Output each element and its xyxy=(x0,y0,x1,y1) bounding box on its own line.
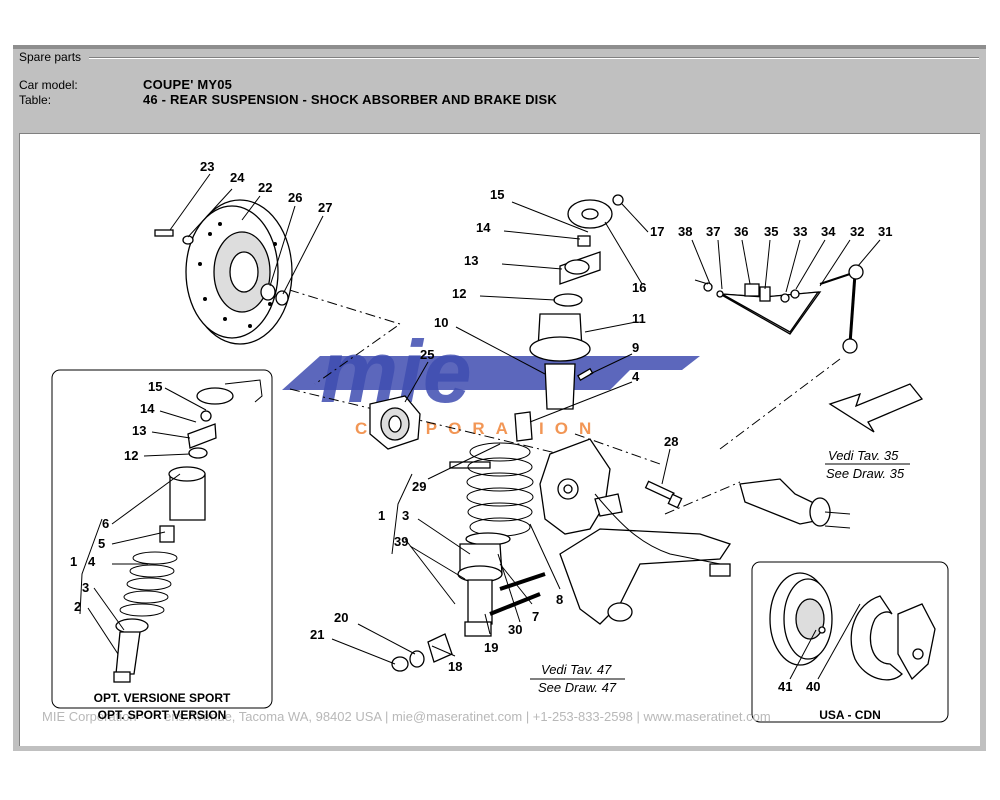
usa-cdn-caption: USA - CDN xyxy=(819,708,881,722)
callout-23[interactable]: 23 xyxy=(200,159,214,174)
callout-41[interactable]: 41 xyxy=(778,679,792,694)
callout-11[interactable]: 11 xyxy=(632,311,646,326)
callout-10[interactable]: 10 xyxy=(434,315,448,330)
panel-title: Spare parts xyxy=(19,50,86,64)
sport-callout-3[interactable]: 3 xyxy=(82,580,89,595)
ref-tav35-it[interactable]: Vedi Tav. 35 xyxy=(828,448,899,463)
panel-title-rule xyxy=(89,57,979,59)
lower-control-arm xyxy=(559,493,732,625)
watermark-swoosh xyxy=(282,356,700,390)
callout-35[interactable]: 35 xyxy=(764,224,778,239)
coil-spring xyxy=(466,442,534,537)
callout-numbers: 23 24 22 26 27 15 14 13 12 10 11 9 4 17 … xyxy=(200,159,892,694)
callout-37[interactable]: 37 xyxy=(706,224,720,239)
drawing-references: Vedi Tav. 35 See Draw. 35 Vedi Tav. 47 S… xyxy=(538,448,905,695)
sport-callout-1[interactable]: 1 xyxy=(70,554,77,569)
callout-18[interactable]: 18 xyxy=(448,659,462,674)
callout-22[interactable]: 22 xyxy=(258,180,272,195)
stabilizer-bar xyxy=(694,264,864,354)
sport-callout-2[interactable]: 2 xyxy=(74,599,81,614)
footer-contact: MIE Corporation · · · ens Avenue, Tacoma… xyxy=(42,709,771,724)
inset-usa-cdn xyxy=(751,561,949,723)
spare-parts-panel: Spare parts Car model: COUPE' MY05 Table… xyxy=(13,45,986,751)
callout-17[interactable]: 17 xyxy=(650,224,664,239)
callout-36[interactable]: 36 xyxy=(734,224,748,239)
callout-8[interactable]: 8 xyxy=(556,592,563,607)
sport-callout-4[interactable]: 4 xyxy=(88,554,96,569)
inset-sport-version xyxy=(51,369,273,709)
callout-19[interactable]: 19 xyxy=(484,640,498,655)
callout-33[interactable]: 33 xyxy=(793,224,807,239)
diagram-canvas: mie CORPORATION xyxy=(19,133,980,746)
ref-tav35-en[interactable]: See Draw. 35 xyxy=(826,466,905,481)
sport-callout-15[interactable]: 15 xyxy=(148,379,162,394)
callout-28[interactable]: 28 xyxy=(664,434,678,449)
sport-caption-en: OPT. SPORT VERSION xyxy=(98,708,227,722)
hub-carrier xyxy=(369,395,491,469)
callout-1[interactable]: 1 xyxy=(378,508,385,523)
callout-12[interactable]: 12 xyxy=(452,286,466,301)
sport-callout-numbers: 15 14 13 12 6 5 1 4 3 2 OPT. VERSIONE SP… xyxy=(70,379,231,705)
table-label: Table: xyxy=(19,93,52,107)
callout-40[interactable]: 40 xyxy=(806,679,820,694)
callout-30[interactable]: 30 xyxy=(508,622,522,637)
car-model-label: Car model: xyxy=(19,78,78,92)
shock-absorber xyxy=(457,532,546,637)
callout-7[interactable]: 7 xyxy=(532,609,539,624)
sport-callout-12[interactable]: 12 xyxy=(124,448,138,463)
callout-26[interactable]: 26 xyxy=(288,190,302,205)
callout-20[interactable]: 20 xyxy=(334,610,348,625)
brake-disc xyxy=(154,199,293,345)
ref-tav47-en[interactable]: See Draw. 47 xyxy=(538,680,617,695)
forward-direction-arrow xyxy=(828,383,924,433)
sport-callout-13[interactable]: 13 xyxy=(132,423,146,438)
callout-24[interactable]: 24 xyxy=(230,170,245,185)
upper-mount-stack xyxy=(514,194,624,442)
callout-32[interactable]: 32 xyxy=(850,224,864,239)
sport-callout-6[interactable]: 6 xyxy=(102,516,109,531)
callout-15[interactable]: 15 xyxy=(490,187,504,202)
leader-lines xyxy=(169,173,910,680)
callout-16[interactable]: 16 xyxy=(632,280,646,295)
callout-25[interactable]: 25 xyxy=(420,347,434,362)
callout-34[interactable]: 34 xyxy=(821,224,836,239)
sport-caption-it: OPT. VERSIONE SPORT xyxy=(94,691,231,705)
callout-14[interactable]: 14 xyxy=(476,220,491,235)
callout-31[interactable]: 31 xyxy=(878,224,892,239)
car-model-value: COUPE' MY05 xyxy=(143,77,233,92)
wheel-knuckle xyxy=(539,438,623,535)
callout-3[interactable]: 3 xyxy=(402,508,409,523)
bolt-28 xyxy=(644,480,683,509)
callout-29[interactable]: 29 xyxy=(412,479,426,494)
callout-38[interactable]: 38 xyxy=(678,224,692,239)
exploded-diagram: mie CORPORATION xyxy=(42,159,949,724)
ref-tav47-it[interactable]: Vedi Tav. 47 xyxy=(541,662,612,677)
leader-lines-sport xyxy=(79,387,207,655)
callout-21[interactable]: 21 xyxy=(310,627,324,642)
sport-callout-5[interactable]: 5 xyxy=(98,536,105,551)
drive-shaft xyxy=(739,478,851,529)
bushing-set xyxy=(391,633,453,672)
callout-27[interactable]: 27 xyxy=(318,200,332,215)
table-value: 46 - REAR SUSPENSION - SHOCK ABSORBER AN… xyxy=(143,92,557,107)
callout-39[interactable]: 39 xyxy=(394,534,408,549)
callout-9[interactable]: 9 xyxy=(632,340,639,355)
callout-13[interactable]: 13 xyxy=(464,253,478,268)
callout-4[interactable]: 4 xyxy=(632,369,640,384)
sport-callout-14[interactable]: 14 xyxy=(140,401,155,416)
panel-top-bar xyxy=(13,45,986,49)
